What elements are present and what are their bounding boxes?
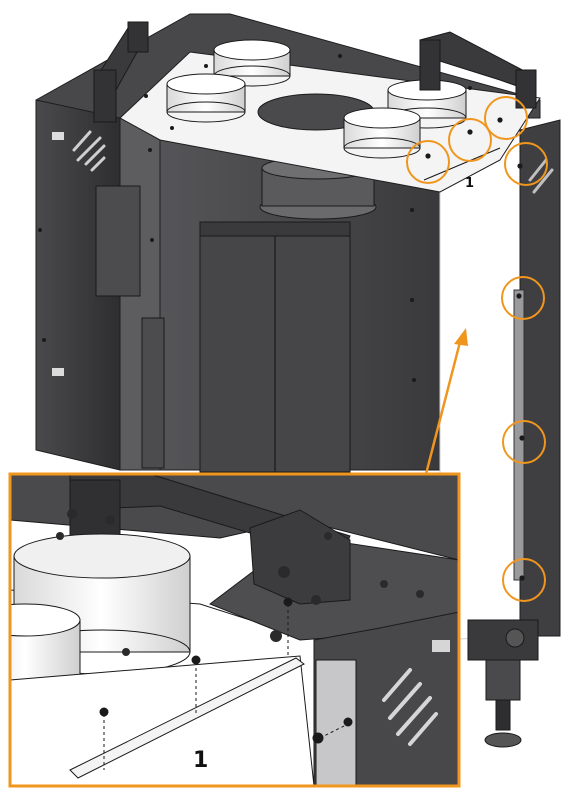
top-duct-front-right [343,107,421,159]
inset-bolts [56,509,424,656]
top-duct-front-left [166,73,246,123]
screw-dots [38,54,472,382]
highlight-circle [501,276,545,320]
vent-right [528,158,554,194]
handle-left [93,21,149,123]
highlight-circle [502,420,546,464]
highlight-circle [484,96,528,140]
side-latch-left [52,368,64,376]
inset-flat-bar [69,657,305,779]
inset-screws [99,597,353,770]
highlight-circle [504,142,548,186]
inner-module-lip [199,221,351,237]
highlight-circle [448,118,492,162]
side-bracket-left [95,185,141,297]
unit-body [35,13,561,748]
side-rectangle-left [52,132,64,140]
pointer-arrow [424,328,468,475]
callout-number: 1 [465,176,475,191]
highlight-circle [406,140,450,184]
detail-inset [8,472,461,788]
right-side-strip [513,289,525,581]
detail-number: 1 [193,748,209,773]
vent-left [72,130,106,172]
inset-handle-pad [69,479,121,537]
handle-right [419,31,537,109]
inset-vent [382,668,438,746]
foot [467,619,539,748]
inset-frame [8,472,461,788]
front-strip-left [141,317,165,469]
highlight-circles [406,96,548,602]
plate-screws [425,117,525,581]
highlight-circle [502,558,546,602]
inset-side-rectangle [432,640,450,652]
